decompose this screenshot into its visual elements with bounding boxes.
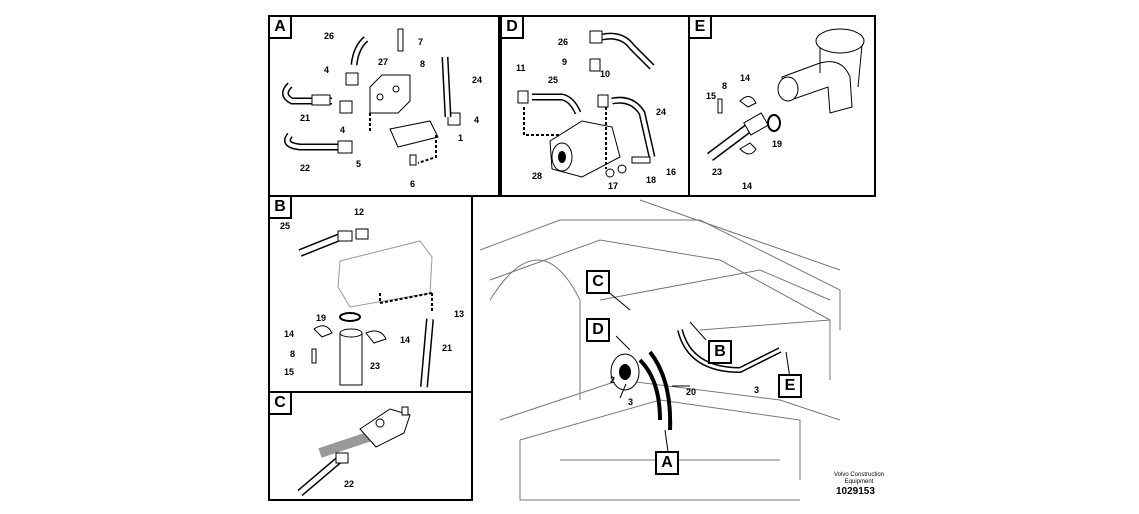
svg-text:14: 14 bbox=[742, 181, 752, 191]
panel-a-drawing: 26 7 27 4 8 24 21 4 4 22 5 1 6 bbox=[282, 28, 482, 189]
footer-line1: Volvo Construction bbox=[833, 472, 885, 478]
svg-text:24: 24 bbox=[656, 107, 666, 117]
overview-part-20: 20 bbox=[686, 387, 696, 397]
detail-panel-e: E 15 8 14 19 23 14 bbox=[688, 15, 876, 197]
overview-part-3a: 3 bbox=[628, 397, 633, 407]
svg-text:12: 12 bbox=[354, 207, 364, 217]
panel-d-drawing: 26 9 10 11 25 24 28 16 17 18 bbox=[516, 30, 676, 191]
callout-a: A bbox=[655, 451, 679, 475]
svg-text:11: 11 bbox=[516, 63, 526, 73]
svg-text:14: 14 bbox=[400, 335, 410, 345]
svg-text:4: 4 bbox=[340, 125, 345, 135]
panel-b-drawing: 25 12 19 13 14 14 8 23 21 15 bbox=[280, 207, 464, 388]
svg-text:5: 5 bbox=[356, 159, 361, 169]
svg-text:8: 8 bbox=[290, 349, 295, 359]
panel-c-label: C bbox=[270, 393, 292, 415]
svg-text:21: 21 bbox=[300, 113, 310, 123]
svg-text:26: 26 bbox=[324, 31, 334, 41]
svg-text:14: 14 bbox=[284, 329, 294, 339]
panel-c-drawing: 22 bbox=[297, 406, 411, 497]
svg-text:21: 21 bbox=[442, 343, 452, 353]
overview-part-2: 2 bbox=[610, 375, 615, 385]
panel-e-drawing: 15 8 14 19 23 14 bbox=[706, 28, 865, 191]
svg-text:8: 8 bbox=[420, 59, 425, 69]
svg-text:4: 4 bbox=[324, 65, 329, 75]
svg-text:27: 27 bbox=[378, 57, 388, 67]
svg-text:25: 25 bbox=[280, 221, 290, 231]
svg-text:19: 19 bbox=[772, 139, 782, 149]
svg-text:15: 15 bbox=[284, 367, 294, 377]
svg-text:16: 16 bbox=[666, 167, 676, 177]
footer-line2: Equipment bbox=[844, 479, 874, 485]
svg-text:28: 28 bbox=[532, 171, 542, 181]
svg-text:7: 7 bbox=[418, 37, 423, 47]
panel-a-label: A bbox=[270, 17, 292, 39]
svg-text:9: 9 bbox=[562, 57, 567, 67]
svg-text:17: 17 bbox=[608, 181, 618, 191]
svg-text:25: 25 bbox=[548, 75, 558, 85]
detail-panel-d: D 26 9 10 11 25 24 28 16 17 18 bbox=[500, 15, 690, 197]
svg-text:13: 13 bbox=[454, 309, 464, 319]
detail-panel-a: A 26 7 27 4 8 24 21 4 4 22 5 1 6 bbox=[268, 15, 500, 197]
svg-text:19: 19 bbox=[316, 313, 326, 323]
svg-text:23: 23 bbox=[370, 361, 380, 371]
svg-text:15: 15 bbox=[706, 91, 716, 101]
svg-text:23: 23 bbox=[712, 167, 722, 177]
callout-e: E bbox=[778, 374, 802, 398]
callout-d: D bbox=[586, 318, 610, 342]
svg-text:10: 10 bbox=[600, 69, 610, 79]
svg-text:22: 22 bbox=[344, 479, 354, 489]
callout-c: C bbox=[586, 270, 610, 294]
svg-text:18: 18 bbox=[646, 175, 656, 185]
footer-brand: Volvo Construction Equipment bbox=[826, 472, 892, 486]
panel-d-label: D bbox=[502, 17, 524, 39]
panel-b-label: B bbox=[270, 197, 292, 219]
svg-text:24: 24 bbox=[472, 75, 482, 85]
detail-panel-c: C 22 bbox=[268, 391, 473, 501]
panel-e-label: E bbox=[690, 17, 712, 39]
svg-text:8: 8 bbox=[722, 81, 727, 91]
detail-panel-b: B 25 12 19 13 14 14 8 23 21 15 bbox=[268, 195, 473, 393]
svg-text:6: 6 bbox=[410, 179, 415, 189]
overview-part-3b: 3 bbox=[754, 385, 759, 395]
svg-text:4: 4 bbox=[474, 115, 479, 125]
svg-text:22: 22 bbox=[300, 163, 310, 173]
svg-text:26: 26 bbox=[558, 37, 568, 47]
callout-b: B bbox=[708, 340, 732, 364]
svg-text:14: 14 bbox=[740, 73, 750, 83]
svg-text:1: 1 bbox=[458, 133, 463, 143]
document-number: 1029153 bbox=[836, 486, 875, 497]
